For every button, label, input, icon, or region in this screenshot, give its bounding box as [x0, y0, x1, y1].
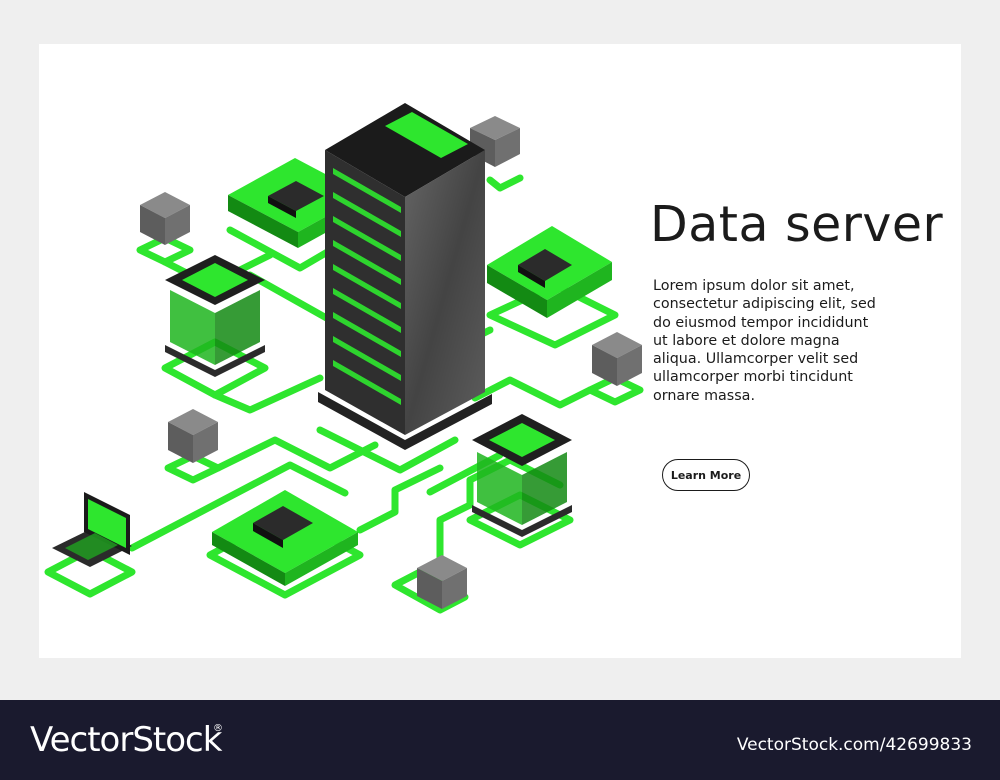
cube-node-icon: [470, 116, 520, 167]
server-unit-icon: [165, 255, 265, 377]
description-line: ut labore et dolore magna: [653, 332, 840, 349]
server-rack-icon: [318, 103, 492, 450]
cube-node-icon: [168, 409, 218, 463]
description-text: Lorem ipsum dolor sit amet, consectetur …: [653, 277, 953, 405]
cube-node-icon: [140, 192, 190, 245]
server-unit-icon: [472, 414, 572, 537]
watermark-footer: VectorStock ® VectorStock.com/42699833: [0, 700, 1000, 780]
brand-logo: VectorStock: [30, 720, 222, 760]
description-line: ullamcorper morbi tincidunt: [653, 369, 853, 386]
learn-more-button[interactable]: Learn More: [662, 459, 750, 491]
image-id-link: VectorStock.com/42699833: [736, 735, 972, 755]
cube-node-icon: [417, 555, 467, 609]
cube-node-icon: [592, 332, 642, 386]
page-title: Data server: [650, 196, 944, 253]
description-line: consectetur adipiscing elit, sed: [653, 296, 876, 313]
network-traces: [44, 174, 644, 614]
cpu-chip-icon: [212, 490, 358, 586]
description-line: aliqua. Ullamcorper velit sed: [653, 351, 859, 368]
description-line: Lorem ipsum dolor sit amet,: [653, 278, 855, 294]
data-server-illustration: [44, 103, 644, 614]
description-line: do eiusmod tempor incididunt: [653, 314, 869, 331]
registered-mark: ®: [213, 723, 223, 734]
description-line: ornare massa.: [653, 387, 755, 404]
cpu-chip-icon: [487, 226, 612, 318]
laptop-icon: [52, 492, 132, 567]
